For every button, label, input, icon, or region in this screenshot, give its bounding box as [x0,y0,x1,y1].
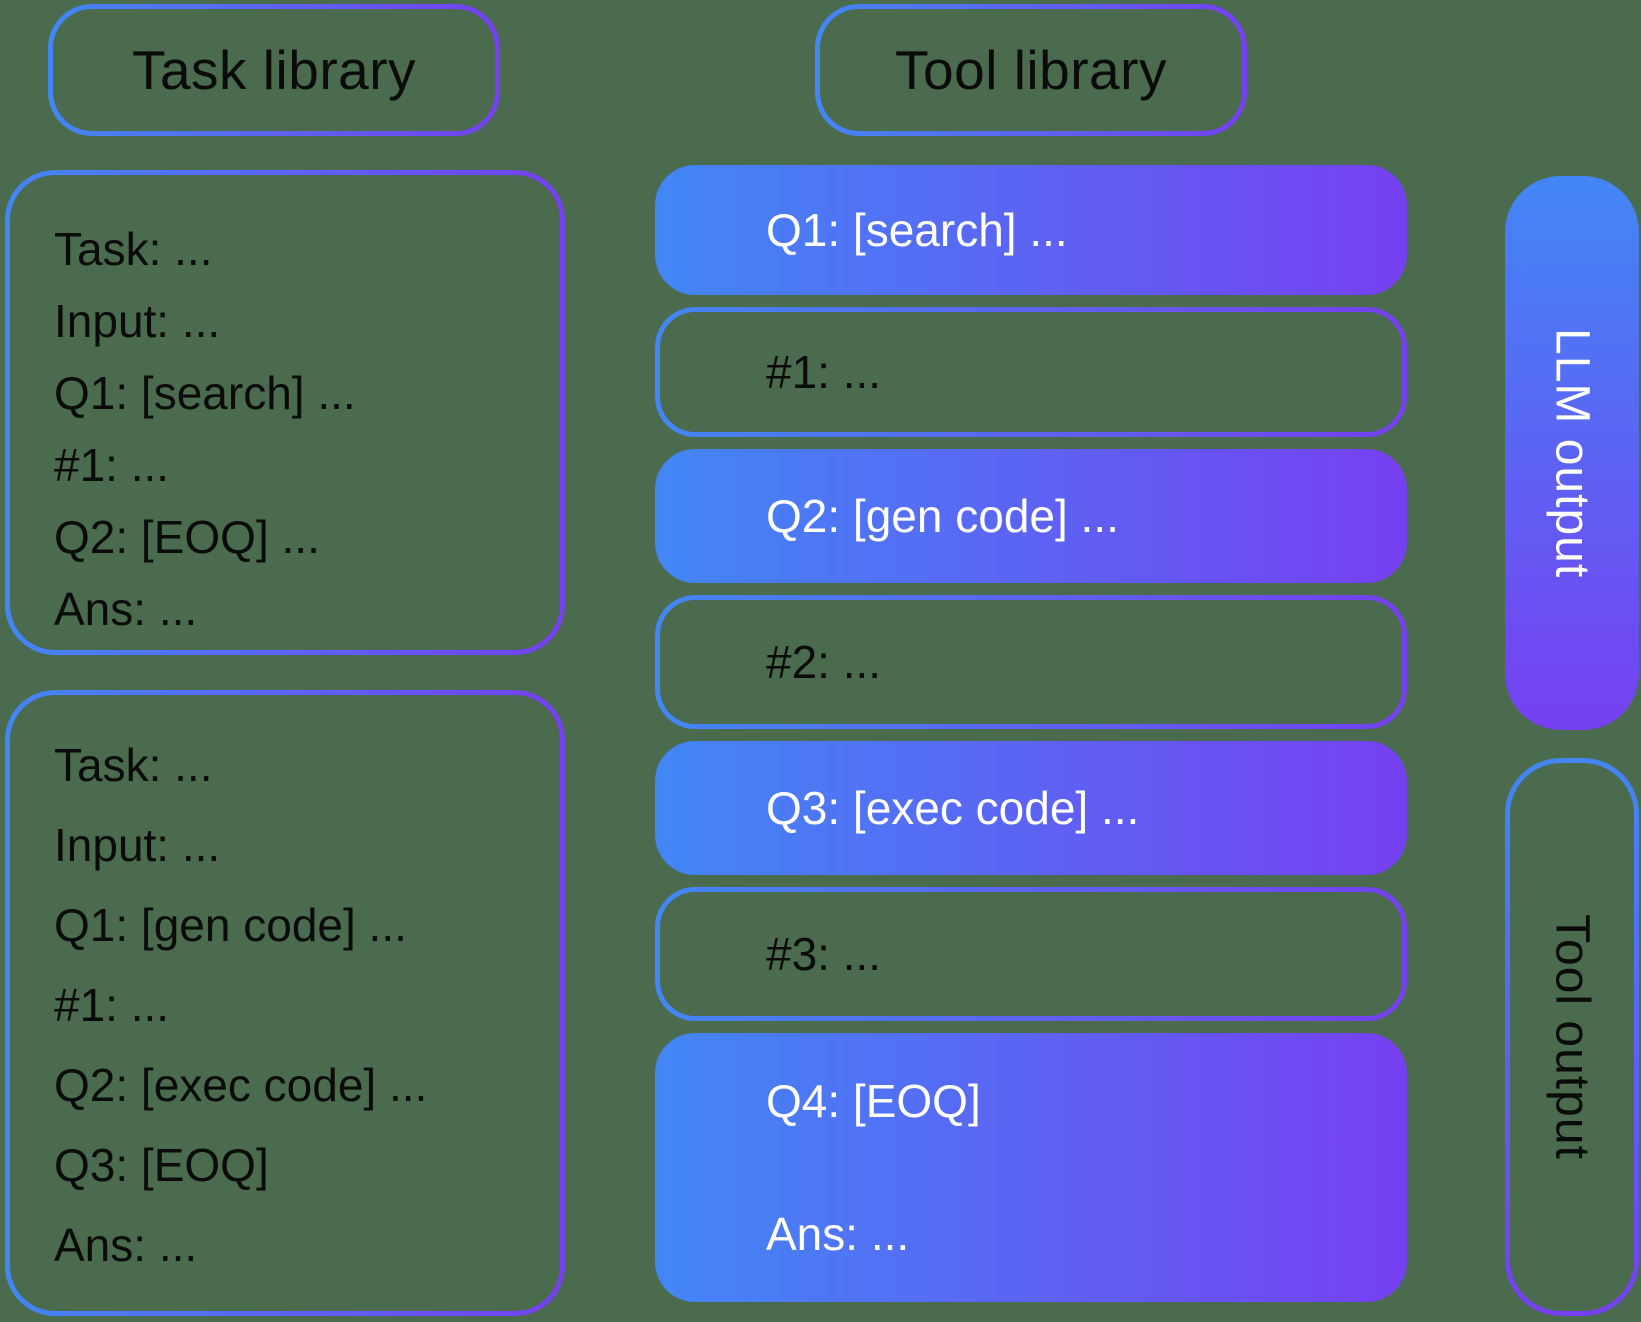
tool-step-q1-search: Q1: [search] ... [655,165,1407,295]
task-line: Input: ... [54,819,221,871]
task-line: Ans: ... [54,1219,198,1271]
tool-step-label-group: Q4: [EOQ] Ans: ... [660,1038,1402,1297]
task-line: Input: ... [54,295,221,347]
task-example-box-2-surface [10,695,560,1311]
tool-step-q3-exec-code: Q3: [exec code] ... [655,741,1407,875]
llm-output-badge: LLM output [1505,176,1639,730]
tool-library-header: Tool library [815,4,1247,136]
tool-output-badge: Tool output [1505,758,1639,1316]
tool-step-label: Q2: [gen code] ... [766,490,1119,542]
tool-step-result-3: #3: ... [655,887,1407,1021]
tool-step-result-2: #2: ... [655,595,1407,729]
task-example-box-1: Task: ... Input: ... Q1: [search] ... #1… [5,170,565,655]
tool-step-label-secondary: Ans: ... [766,1208,910,1260]
tool-step-label: Q4: [EOQ] [766,1075,981,1127]
task-line: #1: ... [54,439,170,491]
task-line: Ans: ... [54,583,198,635]
tool-output-label: Tool output [1545,914,1599,1160]
task-example-box-2: Task: ... Input: ... Q1: [gen code] ... … [5,690,565,1316]
task-line: Q1: [search] ... [54,367,356,419]
tool-step-label: #2: ... [766,636,882,688]
tool-step-q4-eoq-answer: Q4: [EOQ] Ans: ... [655,1033,1407,1302]
tool-step-label: #3: ... [766,928,882,980]
tool-step-result-1-surface [660,312,1402,432]
tool-step-result-2-surface [660,600,1402,724]
task-line: Task: ... [54,739,213,791]
task-example-1-content: Task: ... Input: ... Q1: [search] ... #1… [10,175,560,650]
task-example-box-1-surface [10,175,560,650]
task-line: Q2: [EOQ] ... [54,511,320,563]
tool-step-q2-gen-code: Q2: [gen code] ... [655,449,1407,583]
task-library-header-surface [53,9,495,131]
tool-library-header-surface [820,9,1242,131]
task-example-2-content: Task: ... Input: ... Q1: [gen code] ... … [10,695,560,1311]
task-library-header: Task library [48,4,500,136]
tool-step-result-1: #1: ... [655,307,1407,437]
llm-output-label: LLM output [1545,327,1599,579]
tool-output-badge-surface [1510,763,1634,1311]
task-line: #1: ... [54,979,170,1031]
tool-step-label: #1: ... [766,346,882,398]
tool-library-title: Tool library [895,39,1167,101]
task-line: Q1: [gen code] ... [54,899,407,951]
tool-step-result-3-surface [660,892,1402,1016]
task-line: Q2: [exec code] ... [54,1059,428,1111]
task-library-title: Task library [131,39,417,101]
tool-step-label: Q1: [search] ... [766,204,1068,256]
tool-step-label: Q3: [exec code] ... [766,782,1140,834]
task-line: Task: ... [54,223,213,275]
task-line: Q3: [EOQ] [54,1139,269,1191]
